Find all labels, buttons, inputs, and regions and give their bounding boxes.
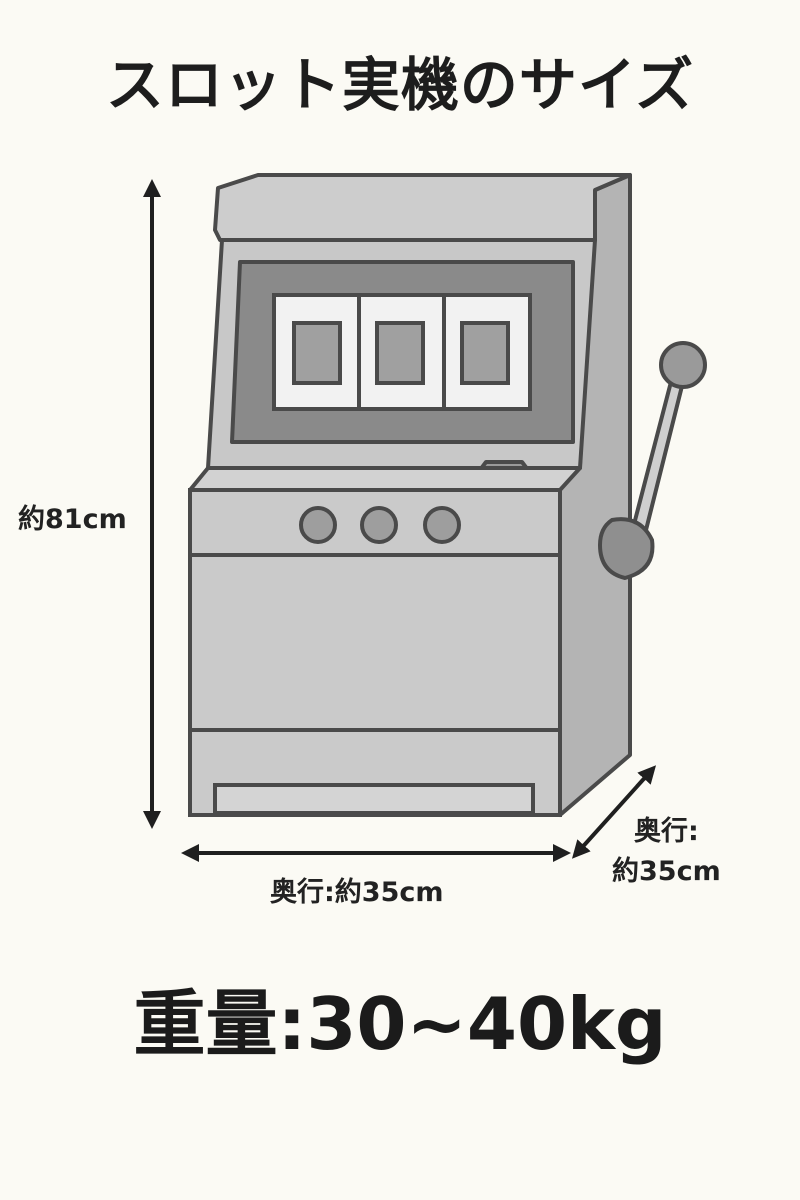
cabinet-top-cap [213, 173, 632, 242]
lever-arm [630, 376, 684, 540]
depth-label-line-1: 奥行: [633, 816, 699, 847]
reel-symbol-1 [292, 321, 342, 385]
control-ledge [188, 466, 582, 492]
height-label: 約81cm [18, 504, 127, 535]
weight-label: 重量:30~40kg [133, 982, 667, 1066]
reel-symbol-3 [460, 321, 510, 385]
lever-knob [659, 341, 707, 389]
cabinet-lower [188, 488, 562, 817]
page-title: スロット実機のサイズ [105, 51, 695, 119]
depth-arrow [571, 765, 657, 859]
depth-label: 奥行: 約35cm [612, 812, 721, 892]
coin-tray [213, 783, 535, 815]
lever-base [597, 517, 655, 581]
reel-symbol-2 [375, 321, 425, 385]
stop-button-3 [423, 506, 461, 544]
width-label: 奥行:約35cm [270, 877, 444, 908]
depth-label-line-2: 約35cm [612, 856, 721, 887]
stop-button-1 [299, 506, 337, 544]
stop-button-2 [360, 506, 398, 544]
